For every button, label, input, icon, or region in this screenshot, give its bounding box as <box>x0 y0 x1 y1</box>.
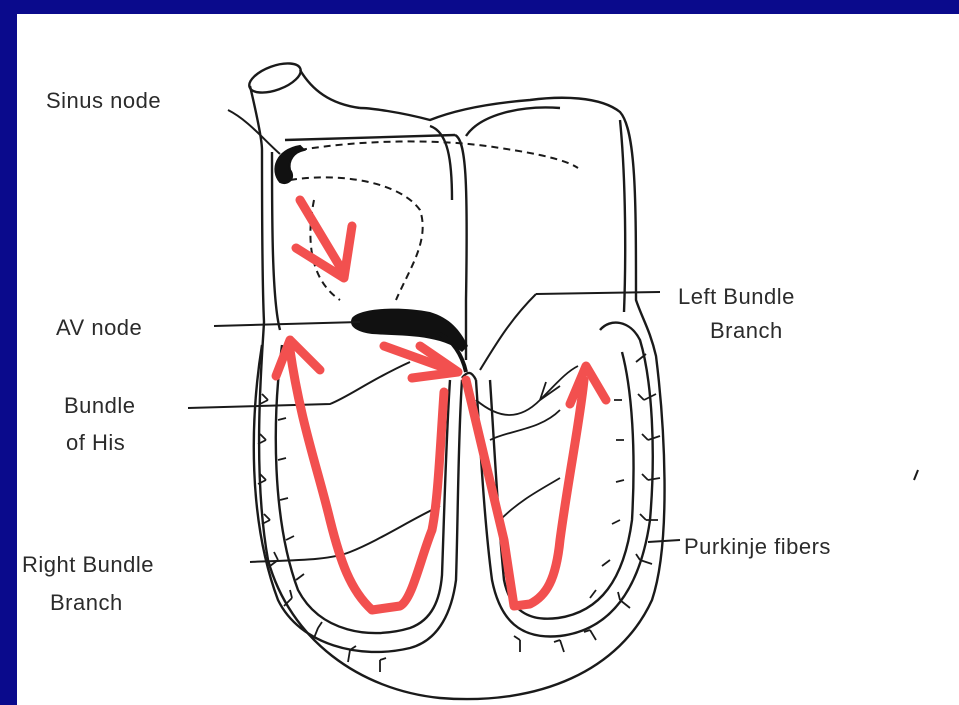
arrowhead-left-branch <box>570 366 606 404</box>
label-right-bundle-line1: Right Bundle <box>22 552 154 577</box>
stray-mark <box>914 470 918 480</box>
label-left-bundle-line2: Branch <box>710 318 783 343</box>
heart-outline <box>246 57 665 699</box>
label-left-bundle-line1: Left Bundle <box>678 284 795 309</box>
label-bundle-line1: Bundle <box>64 393 136 418</box>
label-purkinje: Purkinje fibers <box>684 534 831 559</box>
sinus-node <box>275 146 304 183</box>
av-node <box>351 309 468 352</box>
arrow-right-branch <box>290 350 444 610</box>
label-av-node: AV node <box>56 315 142 340</box>
purkinje-fibers <box>258 354 660 672</box>
label-right-bundle-line2: Branch <box>50 590 123 615</box>
label-bundle-line2: of His <box>66 430 125 455</box>
label-sinus-node: Sinus node <box>46 88 161 113</box>
